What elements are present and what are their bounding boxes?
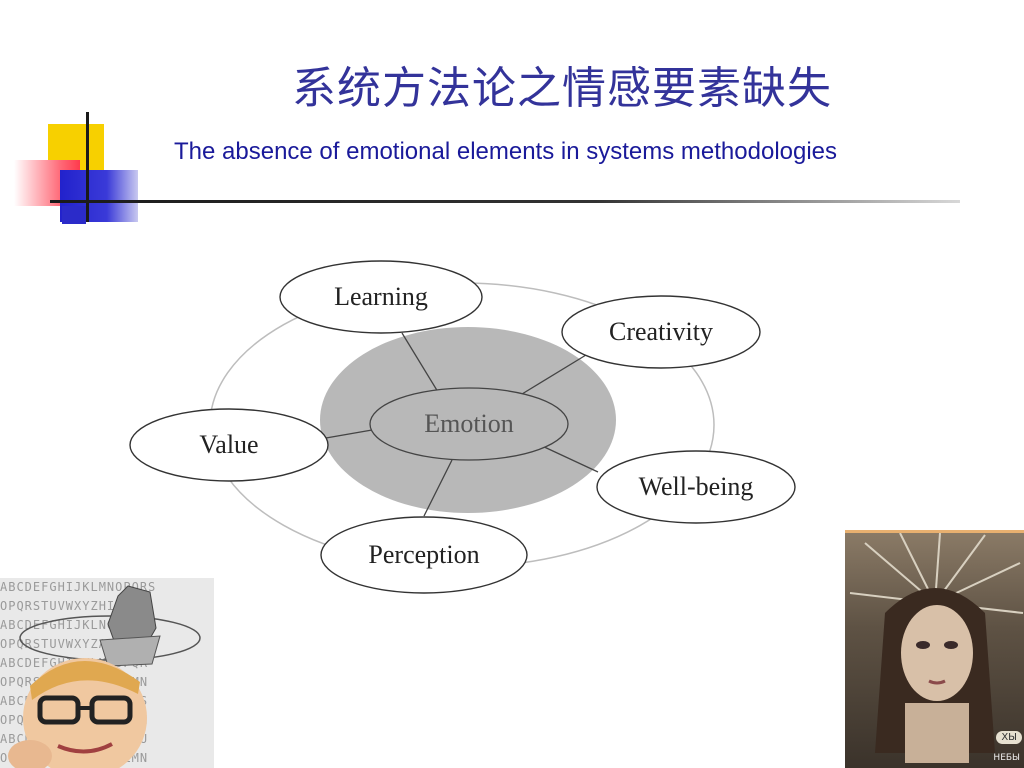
caption-label: НЕБЫ xyxy=(993,753,1020,763)
emotion-label: Emotion xyxy=(424,409,514,438)
connector-value xyxy=(325,429,373,439)
creativity-label: Creativity xyxy=(609,317,713,346)
well-being-node xyxy=(596,450,796,524)
creativity-node xyxy=(561,295,761,369)
emotion-node xyxy=(369,387,569,461)
well-being-label: Well-being xyxy=(639,472,754,501)
boy-illustration xyxy=(8,585,201,768)
connector-well-being xyxy=(539,444,599,473)
value-label: Value xyxy=(199,430,258,459)
badge-label: ХЫ xyxy=(996,731,1022,744)
slide-title: 系统方法论之情感要素缺失 xyxy=(292,63,832,114)
slide-subtitle: The absence of emotional elements in sys… xyxy=(174,138,838,165)
logo-blue-small-square xyxy=(62,206,86,224)
boy-with-chess-piece-image: ABCDEFGHIJKLMNOPQRS OPQRSTUVWXYZHIJKLM A… xyxy=(0,578,214,768)
connector-creativity xyxy=(521,354,587,395)
perception-label: Perception xyxy=(368,540,479,569)
value-node xyxy=(129,408,329,482)
title-divider-line xyxy=(50,200,960,203)
woman-illustration xyxy=(849,533,1024,763)
woman-with-crown-of-nails-image: ХЫ НЕБЫ xyxy=(845,530,1024,768)
logo-vertical-line xyxy=(86,112,89,222)
connector-perception xyxy=(423,459,453,517)
perception-node xyxy=(320,516,528,594)
learning-node xyxy=(279,260,483,334)
learning-label: Learning xyxy=(334,282,428,311)
connector-learning xyxy=(401,332,439,393)
